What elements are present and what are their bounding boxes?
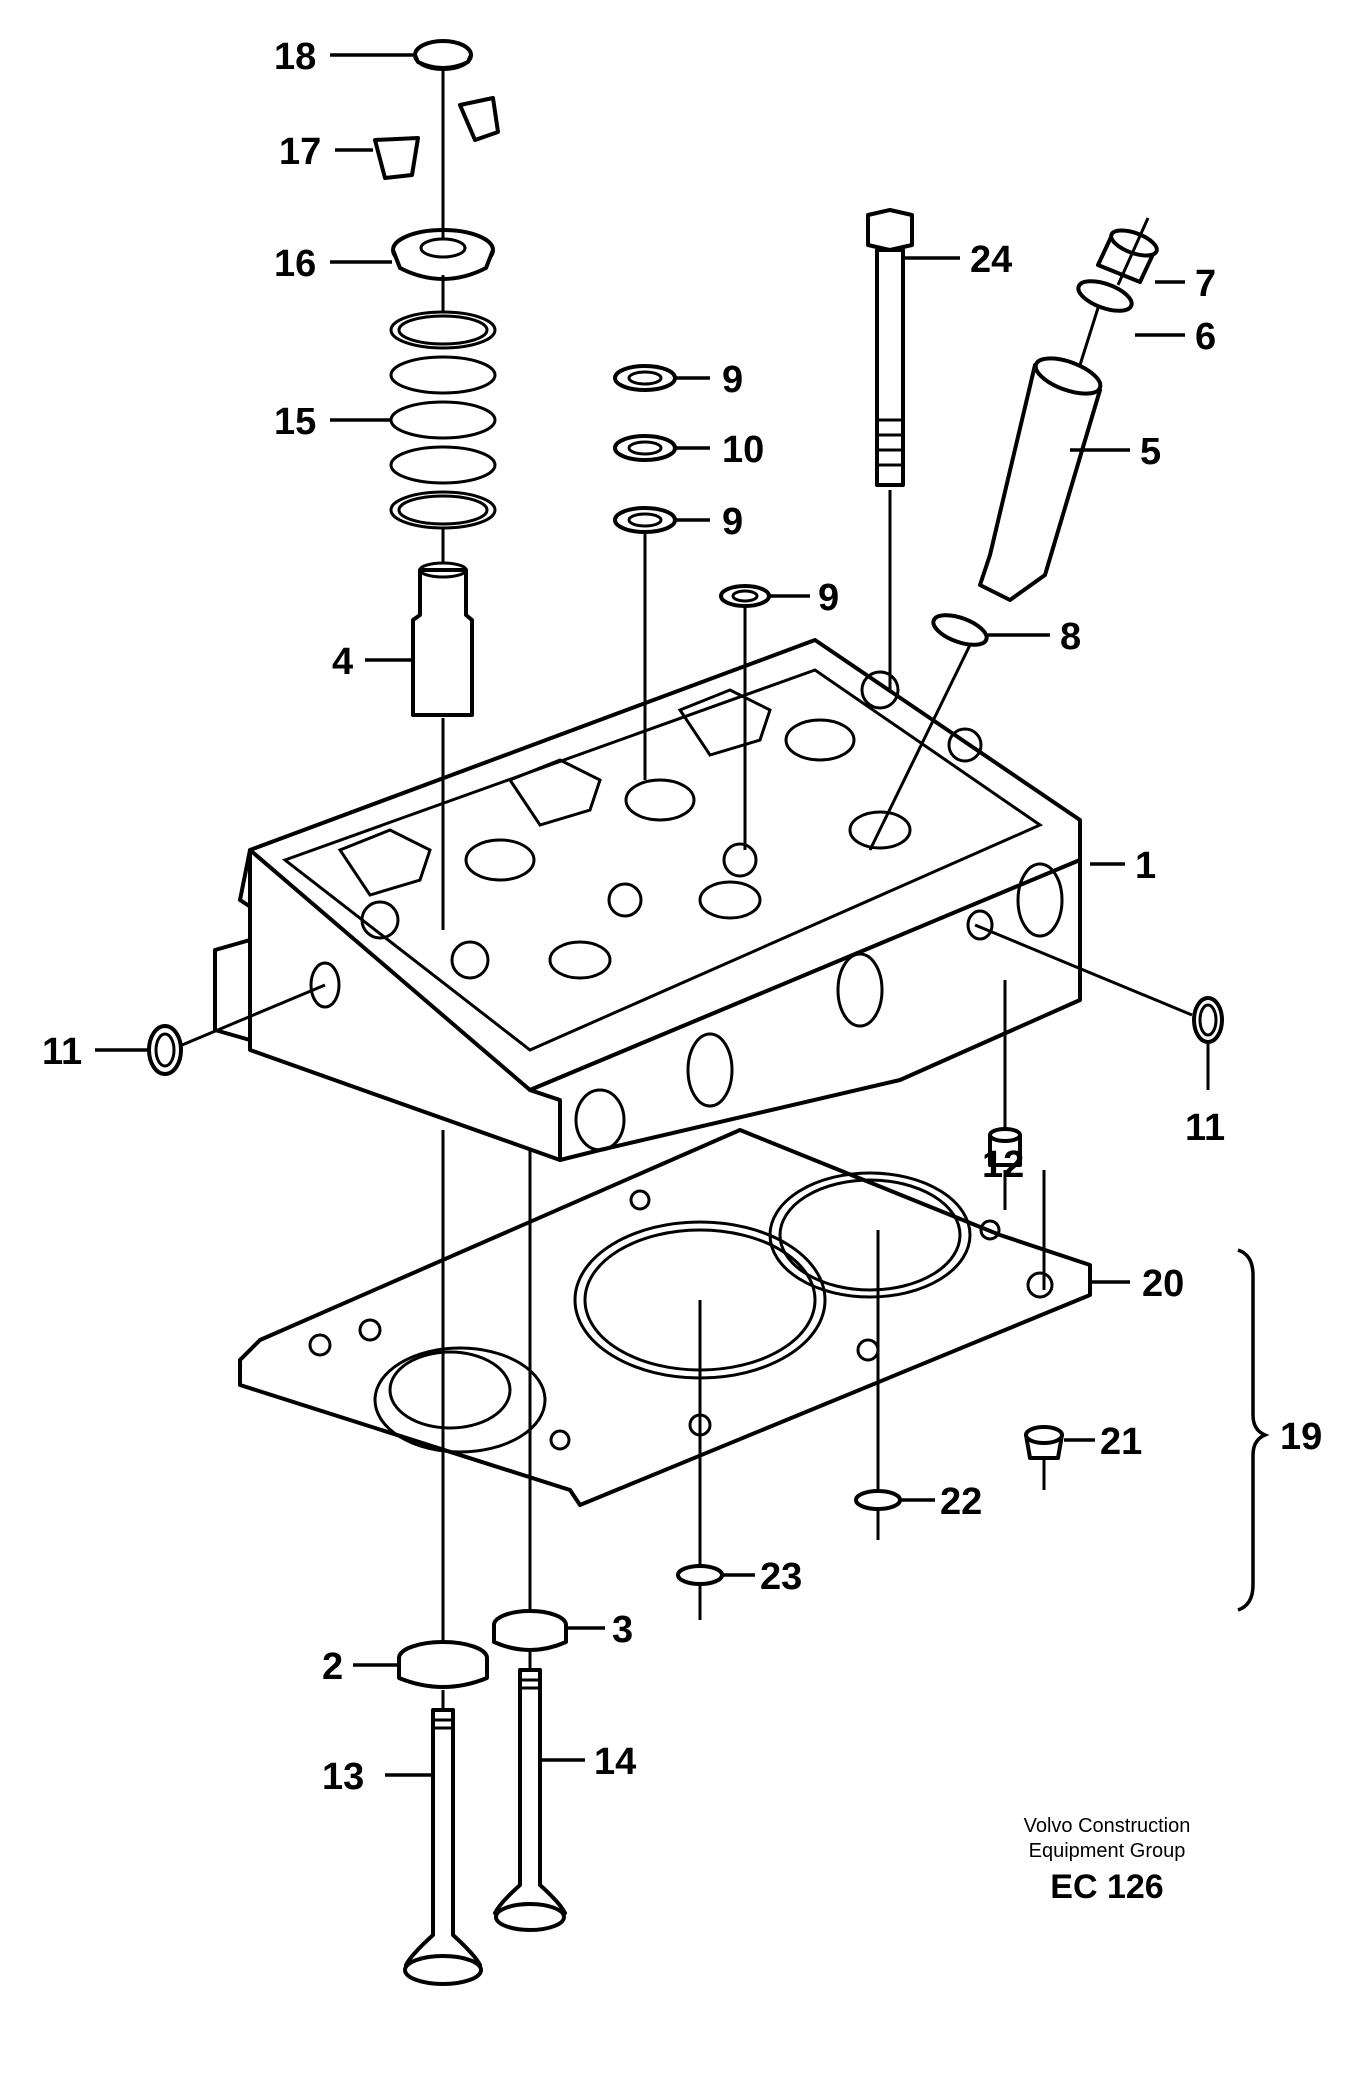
- brand-line-1: Volvo Construction: [1024, 1815, 1191, 1837]
- plug-right: [1192, 996, 1224, 1044]
- callout-17: 17: [279, 131, 321, 173]
- callout-4: 4: [332, 641, 353, 683]
- callout-11-left: 11: [42, 1031, 82, 1073]
- inlet-valve: [403, 1708, 483, 1986]
- callout-12: 12: [982, 1144, 1024, 1186]
- valve-cap: [413, 39, 473, 71]
- callout-16: 16: [274, 243, 316, 285]
- valve-guide: [411, 561, 474, 717]
- callout-1: 1: [1135, 845, 1156, 887]
- callout-19: 19: [1280, 1416, 1322, 1458]
- callout-13: 13: [322, 1756, 364, 1798]
- valve-seat-exhaust: [492, 1609, 568, 1652]
- callout-2: 2: [322, 1646, 343, 1688]
- callout-22: 22: [940, 1481, 982, 1523]
- callout-9c: 9: [818, 577, 839, 619]
- injector-cap: [1096, 228, 1159, 284]
- brand-line-2: Equipment Group: [1029, 1840, 1186, 1862]
- callout-15: 15: [274, 401, 316, 443]
- plug-left: [147, 1024, 183, 1076]
- head-bolt: [866, 208, 914, 690]
- callout-9a: 9: [722, 359, 743, 401]
- valve-collets: [373, 96, 500, 180]
- gasket-washer-23: [676, 1564, 724, 1586]
- injector-sleeve: [978, 356, 1103, 602]
- callout-labels: 18 17 16 15 4 9 10 9 9 24 7 6 5 8 1 11 1…: [42, 36, 1322, 1798]
- injector-seal-ring: [1076, 279, 1134, 313]
- callout-23: 23: [760, 1556, 802, 1598]
- drawing-code: EC 126: [1050, 1868, 1163, 1906]
- spring-retainer: [391, 228, 495, 281]
- injector-washer: [931, 613, 989, 647]
- callout-10: 10: [722, 429, 764, 471]
- callout-11-right: 11: [1185, 1107, 1225, 1149]
- callout-3: 3: [612, 1609, 633, 1651]
- callout-24: 24: [970, 239, 1012, 281]
- head-gasket: [238, 1128, 1092, 1507]
- valve-spring: [389, 310, 497, 530]
- callout-20: 20: [1142, 1263, 1184, 1305]
- callout-8: 8: [1060, 616, 1081, 658]
- core-plug: [988, 980, 1022, 1210]
- sealing-washers: [613, 364, 771, 850]
- callout-7: 7: [1195, 263, 1216, 305]
- callout-21: 21: [1100, 1421, 1142, 1463]
- exhaust-valve: [493, 1668, 567, 1932]
- callout-14: 14: [594, 1741, 636, 1783]
- cylinder-head: [213, 638, 1082, 1162]
- title-block: Volvo Construction Equipment Group EC 12…: [1024, 1815, 1191, 1906]
- gasket-washer-22: [854, 1489, 902, 1511]
- callout-6: 6: [1195, 316, 1216, 358]
- dowel-sleeve: [1024, 1425, 1064, 1460]
- callout-5: 5: [1140, 431, 1161, 473]
- callout-18: 18: [274, 36, 316, 78]
- valve-seat-inlet: [397, 1640, 489, 1689]
- callout-9b: 9: [722, 501, 743, 543]
